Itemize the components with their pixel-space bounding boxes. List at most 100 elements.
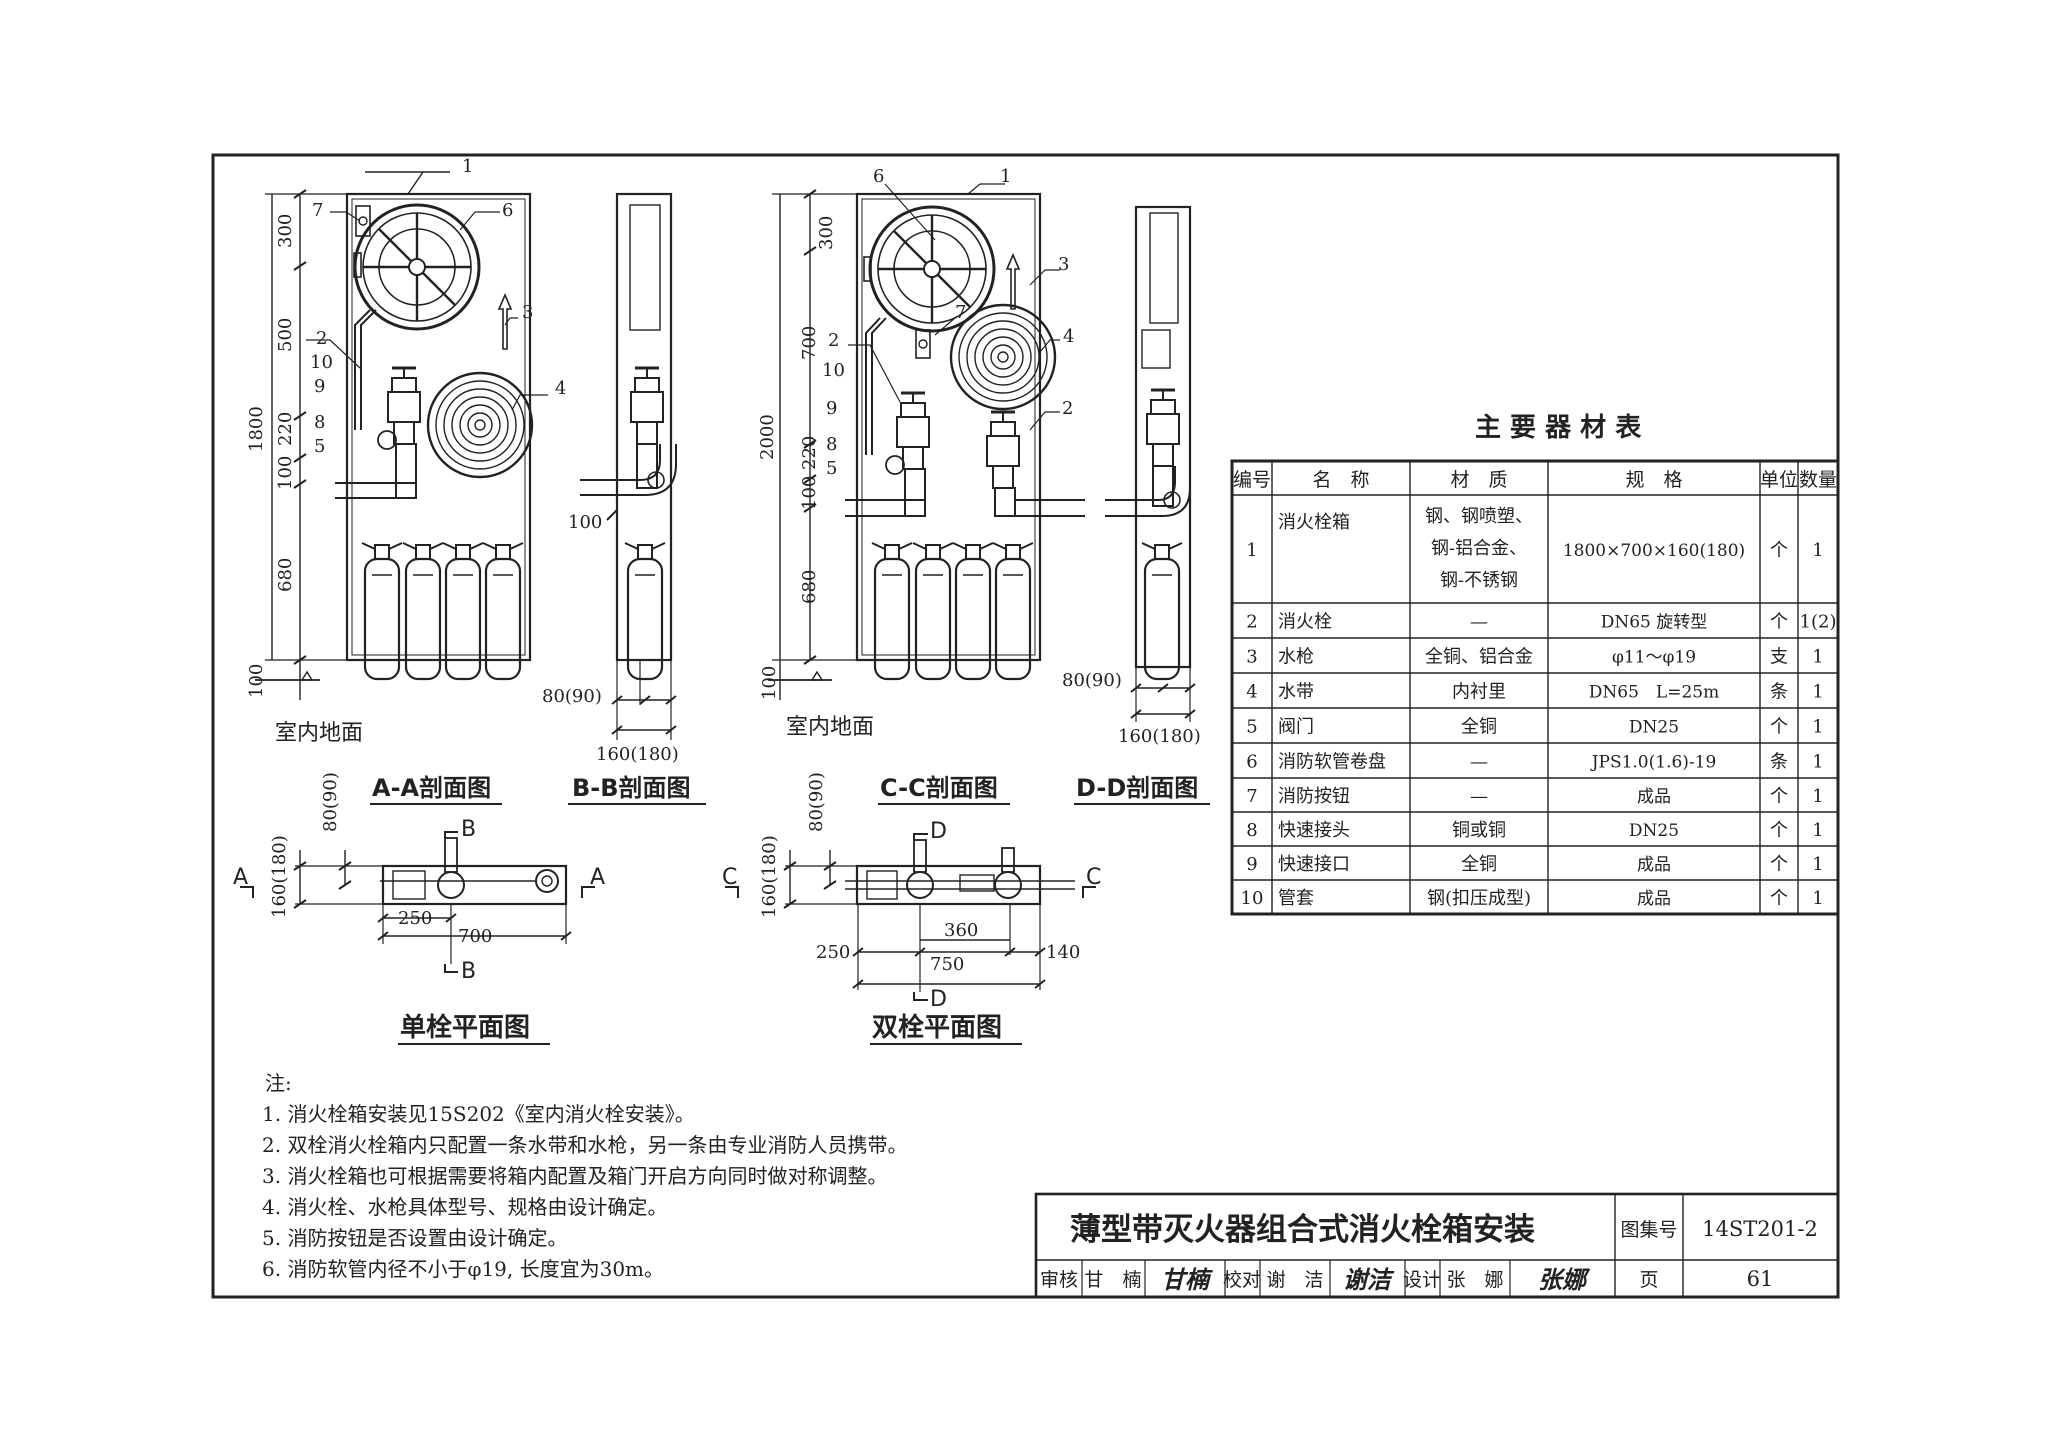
page-label: 页 [1639, 1269, 1658, 1291]
table-cell-qty: 1 [1812, 888, 1823, 909]
callout-cc-6: 6 [873, 166, 884, 187]
single-plan [240, 831, 595, 973]
section-aa [255, 171, 548, 700]
dim-cc-100b: 100 [759, 666, 780, 700]
dim-double-80: 80(90) [806, 772, 827, 832]
table-cell-material: — [1470, 752, 1488, 773]
checker-label: 校对 [1223, 1269, 1261, 1291]
callout-aa-7: 7 [312, 200, 323, 221]
callout-cc-5: 5 [826, 458, 837, 479]
dim-bb-w2: 160(180) [596, 744, 679, 765]
callout-cc-7: 7 [955, 302, 966, 323]
dim-cc-680: 680 [799, 570, 820, 604]
table-cell-material: — [1470, 786, 1488, 807]
dim-aa-1800: 1800 [246, 406, 267, 452]
table-cell-name: 消防按钮 [1278, 786, 1350, 807]
dim-aa-100a: 100 [275, 456, 296, 490]
table-cell-qty: 1 [1812, 820, 1823, 841]
section-mark-c-left: C [722, 865, 737, 890]
table-cell-unit: 支 [1770, 647, 1788, 668]
table-cell-no: 1 [1246, 540, 1257, 561]
table-header-unit: 单位 [1760, 469, 1798, 491]
table-header-qty: 数量 [1799, 469, 1837, 491]
callout-aa-1: 1 [462, 156, 473, 177]
floor-label-aa: 室内地面 [275, 721, 363, 746]
plan-title-double: 双栓平面图 [872, 1013, 1002, 1043]
dim-cc-700: 700 [799, 326, 820, 360]
note-2: 2. 双栓消火栓箱内只配置一条水带和水枪，另一条由专业消防人员携带。 [262, 1133, 907, 1157]
designer-label: 设计 [1403, 1269, 1441, 1291]
table-cell-qty: 1 [1812, 786, 1823, 807]
callout-cc-8: 8 [826, 434, 837, 455]
table-cell-material: — [1470, 612, 1488, 633]
table-cell-unit: 个 [1770, 717, 1788, 738]
page-number: 61 [1747, 1267, 1774, 1291]
plan-title-single: 单栓平面图 [400, 1013, 530, 1043]
callout-aa-2: 2 [316, 328, 327, 349]
dim-single-80: 80(90) [320, 772, 341, 832]
material-table [1230, 459, 1840, 916]
section-title-bb: B-B剖面图 [572, 774, 691, 802]
table-cell-no: 3 [1246, 647, 1257, 668]
table-cell-qty: 1 [1812, 717, 1823, 738]
table-cell-unit: 个 [1770, 854, 1788, 875]
table-cell-spec: 成品 [1637, 889, 1671, 909]
reviewer-signature: 甘楠 [1161, 1265, 1213, 1294]
table-cell-no: 2 [1246, 612, 1257, 633]
dim-aa-220: 220 [275, 412, 296, 446]
dim-double-750: 750 [930, 954, 964, 975]
section-mark-d-bottom: D [930, 987, 947, 1012]
atlas-number: 14ST201-2 [1702, 1217, 1818, 1241]
table-cell-material: 内衬里 [1452, 682, 1506, 703]
note-3: 3. 消火栓箱也可根据需要将箱内配置及箱门开启方向同时做对称调整。 [262, 1164, 887, 1188]
dim-double-140: 140 [1046, 942, 1080, 963]
table-rows: 1消火栓箱钢、钢喷塑、钢-铝合金、钢-不锈钢1800×700×160(180)个… [1241, 506, 1837, 909]
table-cell-qty: 1(2) [1800, 612, 1837, 633]
callout-aa-5: 5 [314, 436, 325, 457]
table-cell-spec: DN65 L=25m [1589, 683, 1719, 703]
callout-cc-2a: 2 [828, 330, 839, 351]
table-cell-material: 钢(扣压成型) [1427, 888, 1531, 909]
table-cell-spec: φ11～φ19 [1612, 648, 1696, 668]
dim-single-700: 700 [458, 926, 492, 947]
table-header-spec: 规 格 [1625, 469, 1682, 491]
table-cell-name: 快速接口 [1278, 854, 1350, 875]
section-title-aa: A-A剖面图 [372, 774, 491, 802]
dim-double-360: 360 [944, 920, 978, 941]
section-mark-b-top: B [461, 817, 476, 842]
section-bb [580, 192, 677, 740]
section-mark-c-right: C [1086, 865, 1101, 890]
table-cell-material: 全铜 [1461, 854, 1497, 875]
table-cell-material: 全铜、铝合金 [1425, 647, 1533, 668]
callout-aa-9: 9 [314, 376, 325, 397]
table-cell-qty: 1 [1812, 647, 1823, 668]
checker-signature: 谢洁 [1343, 1265, 1395, 1294]
callout-cc-10: 10 [822, 360, 845, 381]
table-cell-qty: 1 [1812, 540, 1823, 561]
drawing-title: 薄型带灭火器组合式消火栓箱安装 [1070, 1212, 1535, 1248]
table-cell-spec: DN65 旋转型 [1601, 613, 1708, 633]
table-cell-unit: 个 [1770, 612, 1788, 633]
callout-aa-4: 4 [555, 378, 566, 399]
designer-signature: 张娜 [1538, 1265, 1591, 1294]
dim-bb-w1: 80(90) [542, 686, 602, 707]
dim-aa-680: 680 [275, 558, 296, 592]
table-cell-spec: DN25 [1629, 718, 1679, 738]
table-cell-no: 7 [1246, 786, 1257, 807]
section-mark-b-bottom: B [461, 959, 476, 984]
table-cell-unit: 个 [1770, 888, 1788, 909]
table-cell-name: 消防软管卷盘 [1278, 752, 1386, 773]
note-4: 4. 消火栓、水枪具体型号、规格由设计确定。 [262, 1195, 667, 1219]
table-cell-qty: 1 [1812, 682, 1823, 703]
floor-label-cc: 室内地面 [786, 715, 874, 740]
table-cell-qty: 1 [1812, 854, 1823, 875]
dim-single-250: 250 [398, 908, 432, 929]
section-mark-d-top: D [930, 819, 947, 844]
designer-name: 张 娜 [1446, 1269, 1503, 1291]
table-cell-name: 水带 [1278, 682, 1314, 703]
callout-cc-9: 9 [826, 398, 837, 419]
table-cell-material: 全铜 [1461, 717, 1497, 738]
table-header-material: 材 质 [1450, 469, 1507, 491]
table-cell-no: 4 [1246, 682, 1257, 703]
table-cell-spec: DN25 [1629, 821, 1679, 841]
